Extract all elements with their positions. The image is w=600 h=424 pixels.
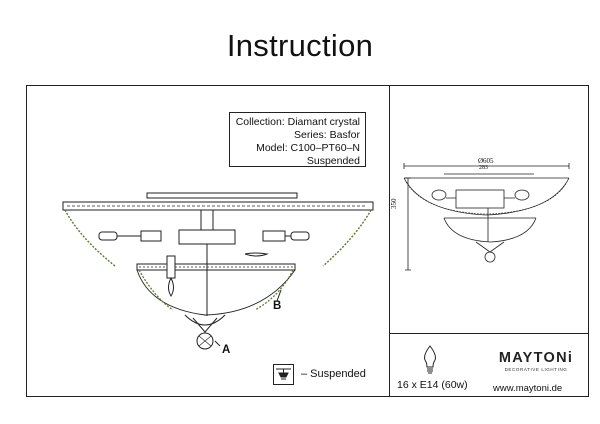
dimension-drawing <box>403 163 570 271</box>
legend-suspended-text: – Suspended <box>301 368 366 380</box>
bulb-spec-text: 16 x E14 (60w) <box>397 379 468 391</box>
brand-logo: MAYTONi <box>498 350 574 366</box>
suspended-mount-icon <box>273 364 294 385</box>
chandelier-drawing <box>62 192 374 350</box>
label-a: A <box>222 344 231 356</box>
vertical-divider <box>389 85 390 397</box>
instruction-frame <box>26 85 589 397</box>
inner-dimension: 283 <box>479 165 488 171</box>
model-text: Model: C100–PT60–N <box>256 142 360 154</box>
light-bulb-icon <box>419 344 441 379</box>
brand-tagline: DECORATIVE LIGHTING <box>504 367 568 372</box>
collection-text: Collection: Diamant crystal <box>235 116 360 128</box>
brand-url: www.maytoni.de <box>493 383 563 394</box>
type-text: Suspended <box>306 155 360 167</box>
product-info-box: Collection: Diamant crystal Series: Basf… <box>229 112 366 167</box>
diameter-dimension: Ø605 <box>478 157 494 165</box>
series-text: Series: Basfor <box>294 129 360 141</box>
height-dimension: 350 <box>390 198 398 210</box>
label-b: B <box>273 300 282 312</box>
horizontal-divider <box>389 333 589 334</box>
page-title: Instruction <box>226 28 374 63</box>
